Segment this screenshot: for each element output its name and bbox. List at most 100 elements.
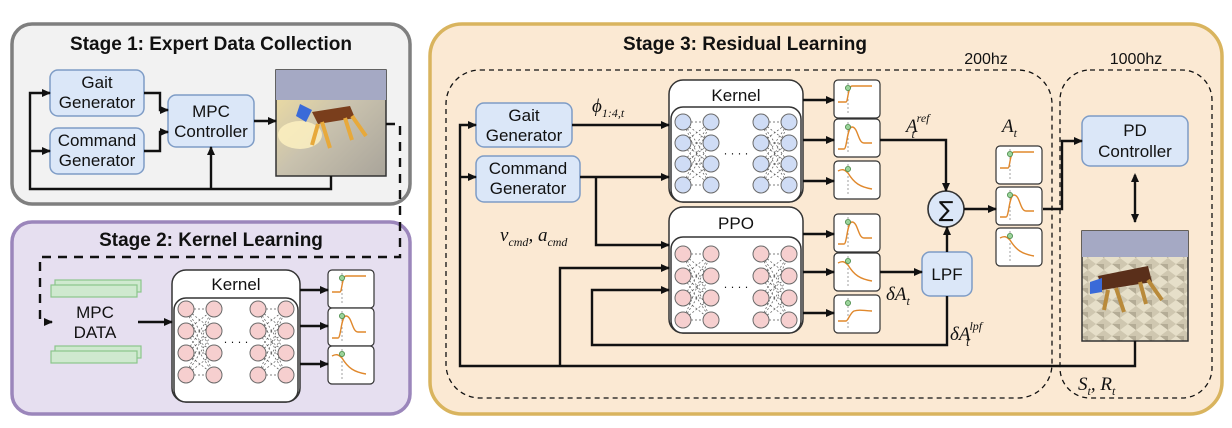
s3-action-plot-2 xyxy=(995,186,1043,226)
stage1-panel: Stage 1: Expert Data Collection Gait Gen… xyxy=(10,22,412,206)
plot-frame xyxy=(833,294,881,334)
plot-sample-point xyxy=(845,165,852,172)
stage2-panel: Stage 2: Kernel Learning MPC DATA Kernel… xyxy=(10,220,412,416)
network-ellipsis: · · · · xyxy=(724,148,748,161)
neuron xyxy=(205,322,223,340)
neuron xyxy=(752,134,770,152)
stage1-wires xyxy=(28,89,333,191)
plot-curve xyxy=(838,85,872,103)
network-connection xyxy=(257,330,287,376)
plot-frame xyxy=(327,307,375,347)
network-connection xyxy=(257,330,287,376)
rate-200hz-region xyxy=(445,69,1053,399)
s3-gait-label-2: Generator xyxy=(486,126,563,145)
stage3-wires xyxy=(458,96,1139,368)
plot-sample-point xyxy=(845,257,852,264)
neuron xyxy=(249,366,267,384)
neuron xyxy=(205,344,223,362)
neuron xyxy=(780,245,798,263)
pd-label-1: PD xyxy=(1123,121,1147,140)
plot-frame xyxy=(833,213,881,253)
s3-action-plot-3 xyxy=(995,227,1043,267)
neuron xyxy=(277,366,295,384)
plot-frame xyxy=(327,345,375,385)
neuron xyxy=(752,245,770,263)
neuron xyxy=(780,134,798,152)
network-connection xyxy=(760,253,790,299)
plot-sample-point xyxy=(845,218,852,225)
neuron xyxy=(702,134,720,152)
neuron xyxy=(674,155,692,173)
plot-sample-point xyxy=(845,85,852,92)
rate-200hz-label: 200hz xyxy=(964,51,1008,68)
stage2-title: Stage 2: Kernel Learning xyxy=(99,230,323,251)
plot-sample-point xyxy=(1007,191,1014,198)
s3-kernel-inner-box xyxy=(670,106,802,203)
neuron xyxy=(702,176,720,194)
network-connection xyxy=(185,330,215,376)
neuron xyxy=(702,289,720,307)
neuron xyxy=(674,289,692,307)
s3-action-plot-1 xyxy=(995,145,1043,185)
network-connection xyxy=(682,121,712,186)
s1-command-label-1: Command xyxy=(58,131,136,150)
neuron xyxy=(249,344,267,362)
rate-1000hz-region xyxy=(1059,69,1213,399)
s2-output-plot-1 xyxy=(327,269,375,309)
neuron xyxy=(702,267,720,285)
lpf-label: LPF xyxy=(931,265,962,284)
plot-curve xyxy=(332,315,366,339)
plot-frame xyxy=(833,160,881,200)
s3-kernel-plot-2 xyxy=(833,118,881,158)
s2-kernel-label: Kernel xyxy=(211,275,260,294)
network-connection xyxy=(257,308,287,354)
s3-gait-label-1: Gait xyxy=(508,106,539,125)
neuron xyxy=(277,322,295,340)
s3-kernel-plot-3 xyxy=(833,160,881,200)
stage-transition-wires xyxy=(38,122,402,326)
plot-sample-point xyxy=(1007,150,1014,157)
network-connection xyxy=(185,330,215,376)
rate-1000hz-label: 1000hz xyxy=(1110,51,1163,68)
neuron xyxy=(780,176,798,194)
s3-command-label-1: Command xyxy=(489,159,567,178)
s1-gait-label-1: Gait xyxy=(81,73,112,92)
neuron xyxy=(752,267,770,285)
network-connection xyxy=(185,308,215,354)
plot-curve xyxy=(838,309,873,322)
neuron xyxy=(702,311,720,329)
neuron xyxy=(177,322,195,340)
neuron xyxy=(752,155,770,173)
neuron xyxy=(205,366,223,384)
plot-sample-point xyxy=(338,350,345,357)
network-connection xyxy=(760,121,790,186)
s3-ppo-plot-3 xyxy=(833,294,881,334)
neuron xyxy=(752,289,770,307)
network-connection xyxy=(760,275,790,321)
neuron xyxy=(752,176,770,194)
neuron xyxy=(780,155,798,173)
neuron xyxy=(780,311,798,329)
plot-sample-point xyxy=(338,274,345,281)
plot-curve xyxy=(838,126,872,150)
network-connection xyxy=(760,253,790,299)
s2-kernel-network: · · · · xyxy=(177,300,295,384)
neuron xyxy=(177,366,195,384)
neuron xyxy=(674,311,692,329)
neuron xyxy=(277,300,295,318)
mpc-data-stack-top xyxy=(50,279,142,298)
neuron xyxy=(702,155,720,173)
plot-sample-point xyxy=(338,312,345,319)
stage3-panel: Stage 3: Residual Learning 200hz 1000hz … xyxy=(428,22,1224,416)
stage2-wires xyxy=(138,286,329,368)
neuron xyxy=(674,245,692,263)
plot-curve xyxy=(1000,194,1034,218)
vcmd-acmd-label: vcmd, acmd xyxy=(500,225,568,249)
s3-ppo-inner-box xyxy=(670,236,802,334)
s3-ppo-plot-1 xyxy=(833,213,881,253)
neuron xyxy=(780,113,798,131)
s3-simulation-image xyxy=(1081,230,1189,342)
